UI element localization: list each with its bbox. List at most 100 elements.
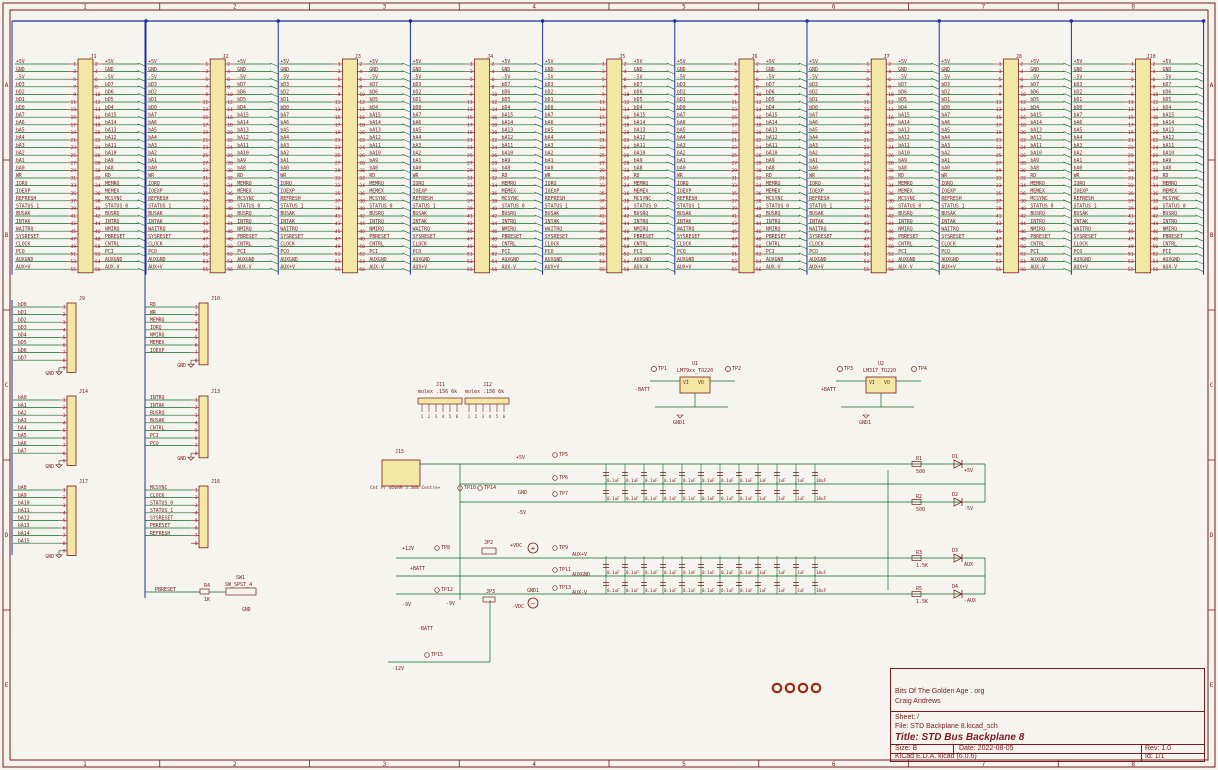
- bus-entry: [270, 62, 279, 67]
- pin-number-left: 5: [602, 77, 605, 83]
- capacitor-value: 10uF: [816, 570, 827, 575]
- pin-number-left: 53: [599, 259, 605, 265]
- bus-entry: [534, 70, 543, 75]
- pin-number-left: 23: [1128, 145, 1134, 151]
- header-ref: J14: [79, 389, 88, 395]
- pin-signal-right: +5V: [1163, 59, 1172, 65]
- pin-number-left: 29: [864, 168, 870, 174]
- pin-signal-left: bD2: [413, 90, 422, 96]
- pin-number-left: 3: [63, 320, 66, 326]
- component-value: 1K: [204, 597, 210, 603]
- pin-signal-left: BUSAK: [677, 211, 692, 217]
- test-point: [725, 366, 731, 372]
- bus-entry: [666, 153, 675, 158]
- pin-signal-right: AUX-V: [634, 264, 649, 270]
- pin-signal-left: GND: [280, 67, 289, 73]
- pin-signal-right: STATUS_0: [766, 204, 789, 210]
- net-label: PBRESET: [155, 587, 176, 593]
- pin-signal-left: WR: [1074, 173, 1080, 179]
- pin-signal-left: IOEXP: [1074, 188, 1089, 194]
- component-ref: U1: [692, 361, 698, 367]
- component-ref: D2: [952, 492, 958, 498]
- pin-number-left: 45: [599, 229, 605, 235]
- pin-signal-right: MEMEX: [766, 188, 781, 194]
- pin-signal-right: AUXGND: [1163, 257, 1180, 263]
- pin-number-left: 21: [599, 138, 605, 144]
- pin-number-right: 36: [492, 191, 498, 197]
- pin-number-left: 21: [335, 138, 341, 144]
- bus-entry: [931, 146, 940, 151]
- pin-signal-right: bA10: [1163, 150, 1175, 156]
- pin-signal-right: bA14: [237, 120, 249, 126]
- pin-number-right: 52: [227, 252, 233, 258]
- size-label: Size: B: [895, 745, 918, 752]
- pin-signal-left: bA2: [677, 150, 686, 156]
- pin-signal-left: PCO: [545, 249, 554, 255]
- pin-number-right: 22: [888, 138, 894, 144]
- pin-number-left: 8: [63, 451, 66, 457]
- bus-entry: [1063, 100, 1072, 105]
- pin-number-right: 34: [756, 183, 762, 189]
- capacitor-value: 0.1uF: [626, 496, 639, 501]
- bus-entry: [1063, 93, 1072, 98]
- bus-entry: [402, 161, 411, 166]
- bus-entry: [402, 138, 411, 143]
- pin-number-right: 48: [1020, 236, 1026, 242]
- bus-entry: [798, 191, 808, 196]
- pin-number-left: 37: [467, 198, 473, 204]
- pin-number-left: 49: [864, 244, 870, 250]
- pin-number-right: 16: [1020, 115, 1026, 121]
- bus-entry: [1063, 207, 1072, 212]
- test-point-label: TP9: [559, 545, 568, 551]
- pin-number-left: 55: [864, 267, 870, 273]
- pin-signal-left: bA5: [941, 128, 950, 134]
- pin-number-right: 30: [624, 168, 630, 174]
- pin-signal-right: bD5: [1163, 97, 1172, 103]
- column-marker-top: 6: [832, 4, 836, 11]
- pin-signal-right: MEMEX: [237, 188, 252, 194]
- pin-number-left: 7: [602, 84, 605, 90]
- pin-number-left: 55: [996, 267, 1002, 273]
- bus-entry: [1195, 108, 1204, 113]
- row-marker-left: D: [5, 532, 9, 539]
- pin-number-left: 1: [338, 62, 341, 68]
- pin-signal-right: bA10: [502, 150, 514, 156]
- pin-number-left: 29: [1128, 168, 1134, 174]
- pin-signal-right: MEMRQ: [1030, 181, 1045, 187]
- pin-number-left: 43: [467, 221, 473, 227]
- pin-signal-left: bA3: [1074, 143, 1083, 149]
- pin-number-left: 6: [195, 526, 198, 532]
- pin-signal-left: STATUS_1: [941, 204, 964, 210]
- pin-number-left: 1: [205, 62, 208, 68]
- bus-entry: [270, 199, 279, 204]
- pin-number-right: 30: [756, 168, 762, 174]
- bus-entry: [534, 131, 543, 136]
- pin-number-right: 8: [888, 84, 891, 90]
- header-ref: J9: [79, 296, 85, 302]
- pin-number-left: 13: [335, 107, 341, 113]
- pin-signal-right: bA14: [502, 120, 514, 126]
- pin-number-left: 5: [73, 77, 76, 83]
- pin-number-left: 55: [599, 267, 605, 273]
- bus-junction: [144, 19, 148, 23]
- pin-number-left: 35: [996, 191, 1002, 197]
- net-label: GND1: [527, 588, 539, 594]
- pin-signal-right: CNTRL: [1030, 242, 1045, 248]
- pin-signal-right: bD6: [898, 90, 907, 96]
- connector-ref: J3: [355, 54, 361, 60]
- pin-number-right: 4: [95, 69, 98, 75]
- pin-number-left: 1: [470, 62, 473, 68]
- bus-entry: [270, 108, 279, 113]
- pin-signal-left: REFRESH: [150, 531, 170, 537]
- capacitor-value: 0.1uF: [721, 478, 734, 483]
- pin-number-right: 32: [756, 176, 762, 182]
- pin-number-left: 6: [63, 343, 66, 349]
- pin-signal-right: bA15: [237, 112, 249, 118]
- pin-number-left: 31: [70, 176, 76, 182]
- pin-number-right: 20: [95, 130, 101, 136]
- pin-number-right: 20: [624, 130, 630, 136]
- pin-signal-left: MEMEX: [150, 340, 165, 346]
